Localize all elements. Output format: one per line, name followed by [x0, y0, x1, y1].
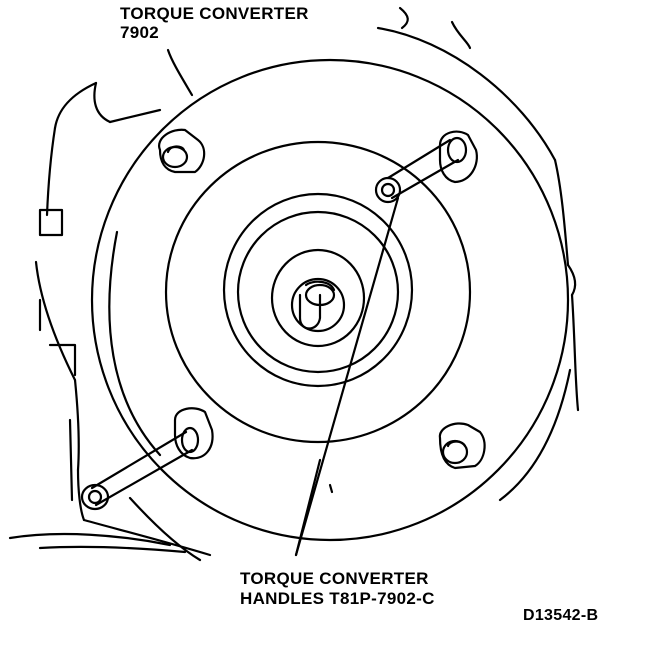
figure-id: D13542-B [523, 607, 599, 624]
stud-lower-right [440, 423, 485, 468]
concentric-rings [166, 142, 470, 442]
pilot-hub [300, 282, 334, 329]
handle-upper-right [376, 132, 477, 202]
handle-lower-left [82, 408, 213, 509]
handles-label-line1: TORQUE CONVERTER [240, 569, 429, 588]
converter-rim [92, 60, 570, 540]
leader-lines [168, 50, 398, 555]
housing-outline [10, 83, 210, 560]
torque-converter-part-number: 7902 [120, 23, 160, 42]
handles-label-line2: HANDLES T81P-7902-C [240, 589, 435, 608]
stud-upper-left [159, 130, 204, 172]
housing-right [378, 8, 578, 410]
torque-converter-label: TORQUE CONVERTER [120, 4, 309, 23]
